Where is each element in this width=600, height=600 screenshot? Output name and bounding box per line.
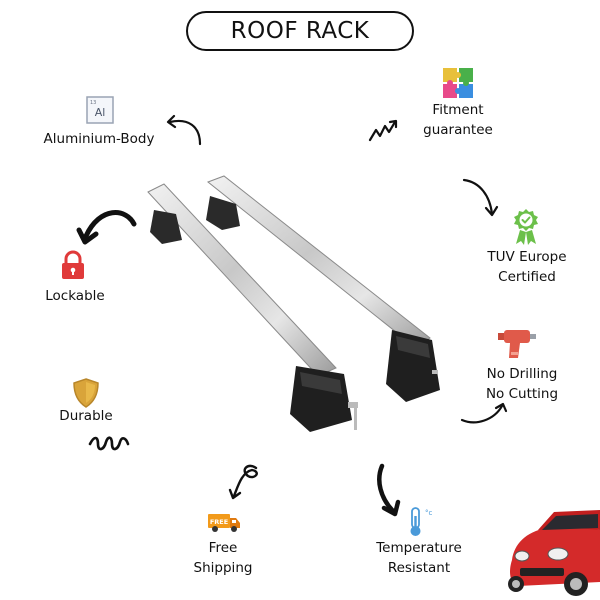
element-number: 13 [90,100,96,106]
feature-label-line1: Free [208,540,238,556]
thermometer-icon: °c [410,507,432,536]
feature-tuv-certified: TUV Europe Certified [472,247,582,287]
feature-label: Durable [59,408,113,424]
truck-text: FREE [210,518,228,526]
feature-free-shipping: Free Shipping [178,538,268,578]
feature-no-drilling: No Drilling No Cutting [462,364,582,404]
element-symbol: Al [95,106,106,119]
feature-aluminium-body: Aluminium-Body [34,129,164,149]
feature-label-line2: No Cutting [485,386,559,402]
feature-label-line2: Shipping [193,560,253,576]
shield-icon [73,378,99,408]
feature-lockable: Lockable [30,286,120,306]
delivery-truck-icon: FREE [208,514,240,532]
puzzle-icon [443,68,473,98]
feature-temperature-resistant: Temperature Resistant [360,538,478,578]
squiggle-arrow-icon [368,119,398,142]
squiggle-arrow-icon [88,436,130,451]
feature-label-line1: Temperature [376,540,462,556]
thermo-unit: °c [425,509,432,517]
page-title-pill: ROOF RACK [186,11,414,51]
red-car-image [508,510,600,596]
aluminium-element-icon: 13 Al [86,96,114,124]
certified-badge-icon [514,209,538,245]
padlock-icon [62,250,84,279]
drill-icon [498,330,536,358]
feature-label-line2: Certified [498,269,556,285]
curved-arrow-icon [166,114,202,146]
loop-arrow-icon [228,464,258,500]
feature-label-line2: guarantee [423,122,493,138]
feature-label-line2: Resistant [387,560,451,576]
feature-fitment-guarantee: Fitment guarantee [398,100,518,140]
curved-arrow-icon [462,178,499,217]
feature-durable: Durable [46,406,126,426]
curved-arrow-icon [76,210,137,245]
roof-rack-product-image [147,175,440,432]
curved-arrow-icon [377,463,401,517]
feature-label-line1: No Drilling [486,366,558,382]
page-title: ROOF RACK [230,18,370,44]
feature-label: Aluminium-Body [43,131,155,147]
feature-label: Lockable [45,288,105,304]
curved-arrow-icon [460,402,508,424]
feature-label-line1: Fitment [432,102,484,118]
feature-label-line1: TUV Europe [487,249,567,265]
